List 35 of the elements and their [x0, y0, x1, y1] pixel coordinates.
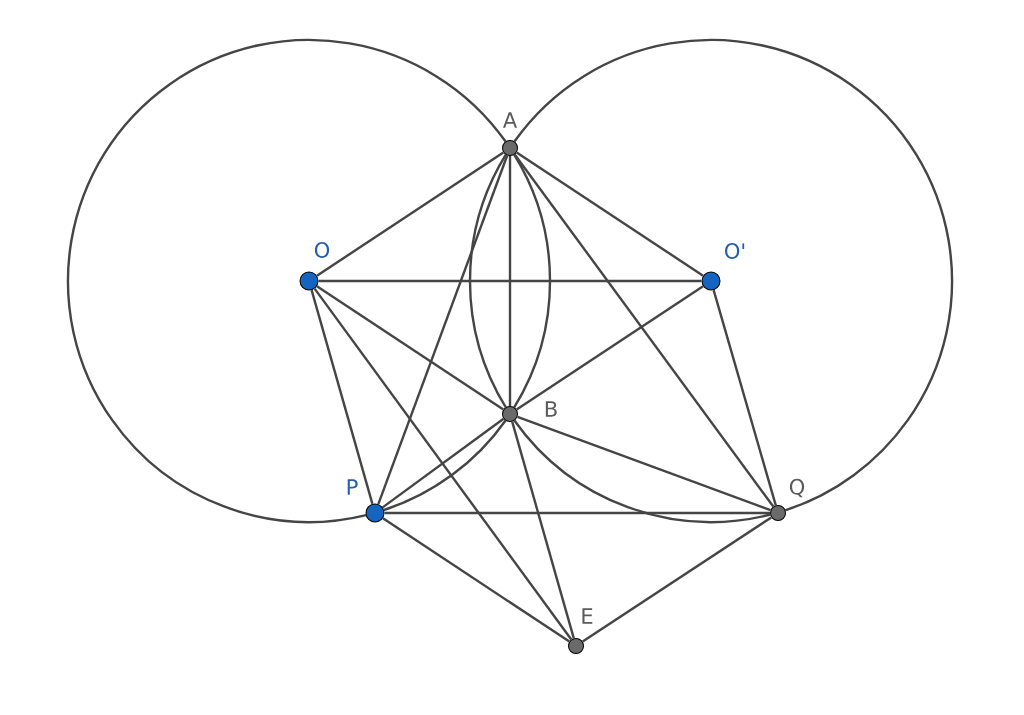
segment	[310, 289, 374, 505]
segment	[382, 517, 570, 643]
node-label: P	[347, 479, 358, 495]
point: A	[502, 112, 518, 156]
point: Q	[770, 478, 805, 521]
segment	[582, 516, 772, 643]
arc	[513, 39, 953, 512]
arc	[67, 39, 507, 523]
segment	[516, 285, 704, 411]
segment	[318, 279, 702, 283]
segment	[516, 151, 704, 277]
segment	[712, 289, 777, 506]
point: E	[568, 608, 593, 654]
segment	[384, 511, 770, 515]
node-label: Q	[789, 478, 805, 498]
point: B	[502, 401, 557, 422]
node-label: E	[582, 608, 593, 624]
segment	[313, 287, 573, 641]
segment	[517, 415, 771, 512]
segment	[511, 421, 575, 639]
point: P	[347, 479, 385, 523]
segment	[513, 153, 775, 508]
segment	[508, 156, 512, 406]
segment	[377, 155, 509, 505]
segment	[316, 285, 504, 411]
arc	[468, 153, 507, 409]
segment	[316, 151, 504, 277]
point: O'	[701, 243, 745, 291]
node-label: A	[502, 112, 518, 128]
point: O	[299, 242, 330, 291]
arc	[513, 419, 771, 523]
node-label: O	[314, 242, 330, 258]
node-label: O'	[725, 243, 745, 259]
arc	[513, 153, 552, 409]
node-label: B	[545, 401, 557, 417]
